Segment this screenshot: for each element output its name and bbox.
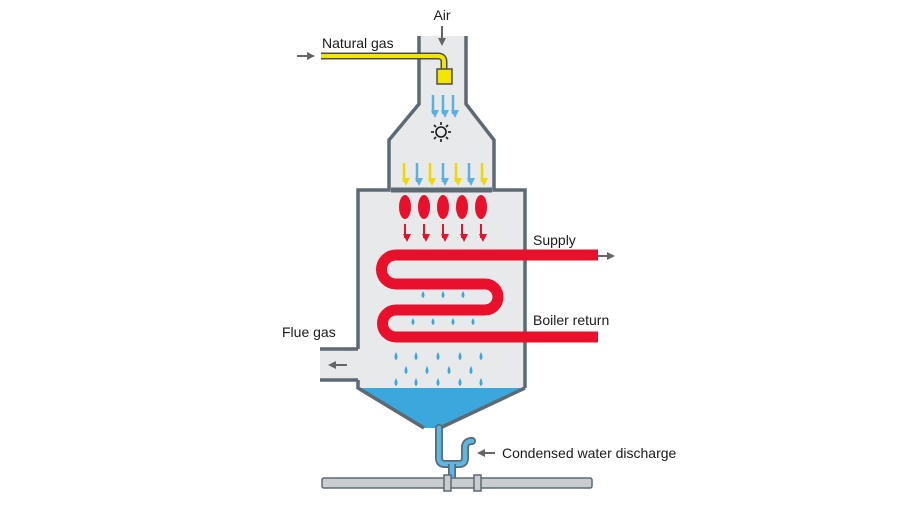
- condensed-water-discharge-label: Condensed water discharge: [502, 445, 677, 461]
- heat-exchanger-coil: [376, 249, 598, 343]
- flame-icon: [475, 195, 487, 219]
- flue-duct-wall: [320, 347, 358, 382]
- flame-icon: [418, 195, 430, 219]
- condensate-drain-trap: [435, 424, 476, 478]
- chimney-wall-right: [464, 36, 527, 388]
- natural-gas-line: [297, 52, 453, 85]
- water-droplet-icon: [414, 352, 418, 360]
- hopper-wall: [356, 380, 526, 430]
- air-flow-arrows: [431, 95, 459, 118]
- burner-flames: [399, 195, 487, 219]
- water-droplet-icon: [436, 352, 440, 360]
- water-droplet-icon: [414, 378, 418, 386]
- drain-collector-pipe: [321, 474, 593, 492]
- fan-icon: [431, 122, 451, 142]
- water-droplet-icon: [447, 366, 451, 374]
- natural-gas-label: Natural gas: [322, 35, 394, 51]
- water-droplet-icon: [421, 291, 425, 298]
- gas-air-mix-arrows: [402, 163, 488, 186]
- water-droplet-icon: [425, 366, 429, 374]
- heat-flow-arrows: [403, 224, 487, 242]
- condensate-pool: [358, 388, 525, 428]
- water-droplet-icon: [451, 318, 455, 325]
- flame-icon: [456, 195, 468, 219]
- supply-label: Supply: [533, 232, 576, 248]
- water-droplet-icon: [394, 378, 398, 386]
- boiler-chamber: [358, 36, 525, 428]
- air-label: Air: [433, 7, 450, 23]
- flame-icon: [399, 195, 411, 219]
- flue-gas-label: Flue gas: [282, 324, 336, 340]
- boiler-body: [320, 36, 527, 430]
- water-droplet-icon: [479, 378, 483, 386]
- water-droplet-icon: [411, 318, 415, 325]
- boiler-return-label: Boiler return: [533, 312, 609, 328]
- water-droplet-icon: [458, 352, 462, 360]
- water-droplet-icon: [431, 318, 435, 325]
- water-droplet-icon: [479, 352, 483, 360]
- water-droplet-icon: [394, 352, 398, 360]
- water-droplet-icon: [436, 378, 440, 386]
- water-droplet-icon: [404, 366, 408, 374]
- gas-nozzle: [436, 68, 453, 85]
- water-droplet-icon: [441, 291, 445, 298]
- water-droplet-icon: [461, 291, 465, 298]
- water-droplet-icon: [469, 366, 473, 374]
- water-droplet-icon: [458, 378, 462, 386]
- flame-icon: [437, 195, 449, 219]
- chimney-wall-left: [356, 36, 421, 349]
- condensate-droplets: [394, 291, 483, 386]
- water-droplet-icon: [471, 318, 475, 325]
